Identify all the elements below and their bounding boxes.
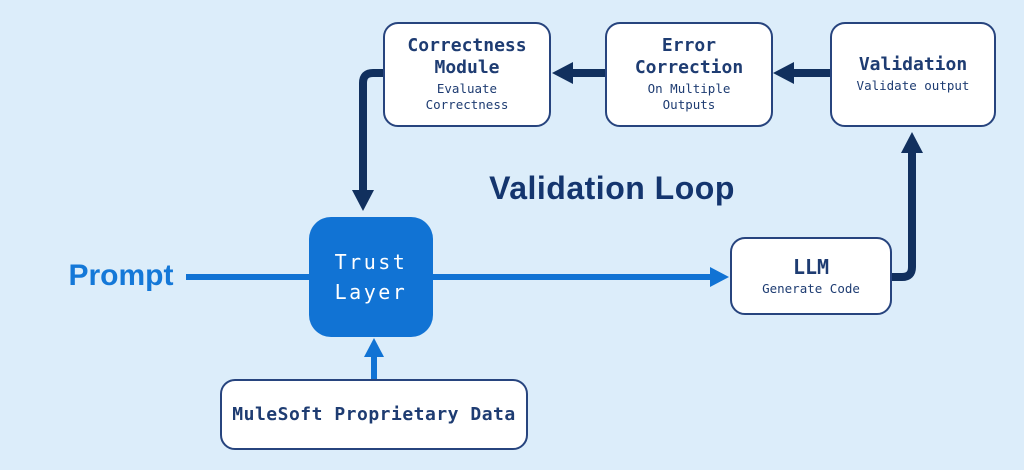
arrow-trust-to-llm bbox=[433, 267, 729, 287]
trust-layer-title: Trust Layer bbox=[334, 250, 408, 304]
error-correction-title: Error Correction bbox=[634, 35, 744, 79]
arrow-llm-to-validation bbox=[892, 132, 923, 281]
arrow-correctness-to-trust bbox=[352, 69, 383, 211]
node-llm: LLM Generate Code bbox=[730, 237, 892, 315]
correctness-module-title: Correctness Module bbox=[407, 35, 527, 79]
mulesoft-title: MuleSoft Proprietary Data bbox=[232, 403, 516, 425]
node-error-correction: Error Correction On Multiple Outputs bbox=[605, 22, 773, 127]
diagram-title: Validation Loop bbox=[489, 170, 735, 206]
node-mulesoft-proprietary-data: MuleSoft Proprietary Data bbox=[220, 379, 528, 450]
prompt-label: Prompt bbox=[68, 259, 174, 292]
arrow-mulesoft-to-trust bbox=[364, 338, 384, 379]
llm-subtitle: Generate Code bbox=[762, 281, 860, 297]
error-correction-subtitle: On Multiple Outputs bbox=[647, 81, 731, 113]
llm-title: LLM bbox=[792, 254, 830, 279]
arrow-error-to-correctness bbox=[552, 62, 605, 84]
node-validation: Validation Validate output bbox=[830, 22, 996, 127]
arrow-validation-to-error bbox=[773, 62, 830, 84]
validation-subtitle: Validate output bbox=[856, 78, 970, 94]
node-correctness-module: Correctness Module Evaluate Correctness bbox=[383, 22, 551, 127]
node-trust-layer: Trust Layer bbox=[309, 217, 433, 337]
validation-title: Validation bbox=[858, 54, 968, 76]
correctness-module-subtitle: Evaluate Correctness bbox=[425, 81, 509, 113]
